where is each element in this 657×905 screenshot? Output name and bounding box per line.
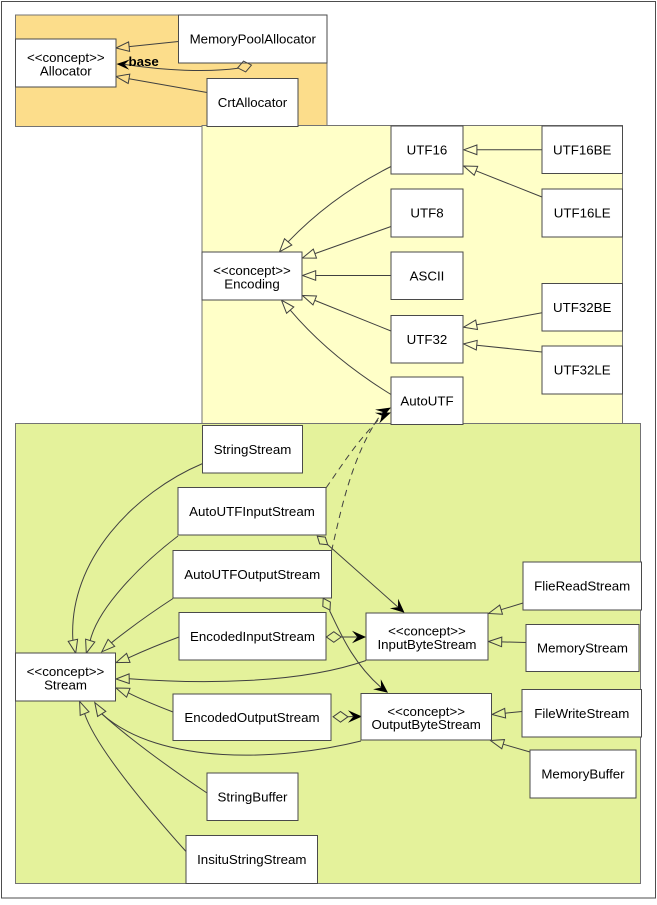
svg-text:ASCII: ASCII [410, 268, 445, 283]
svg-text:<<concept>>: <<concept>> [387, 704, 465, 719]
svg-text:Stream: Stream [44, 677, 87, 692]
svg-text:MemoryPoolAllocator: MemoryPoolAllocator [190, 32, 317, 47]
svg-text:Allocator: Allocator [40, 63, 92, 78]
svg-text:MemoryBuffer: MemoryBuffer [541, 767, 625, 782]
svg-text:OutputByteStream: OutputByteStream [372, 717, 481, 732]
svg-text:UTF16LE: UTF16LE [554, 206, 611, 221]
svg-text:MemoryStream: MemoryStream [537, 641, 628, 656]
svg-text:CrtAllocator: CrtAllocator [218, 95, 288, 110]
svg-text:InputByteStream: InputByteStream [377, 637, 476, 652]
svg-text:StringBuffer: StringBuffer [218, 790, 289, 805]
svg-text:UTF32: UTF32 [407, 332, 448, 347]
svg-text:EncodedOutputStream: EncodedOutputStream [184, 710, 319, 725]
svg-text:<<concept>>: <<concept>> [213, 263, 291, 278]
svg-text:StringStream: StringStream [214, 442, 292, 457]
svg-text:FlieReadStream: FlieReadStream [534, 579, 630, 594]
svg-text:AutoUTF: AutoUTF [400, 393, 453, 408]
svg-text:base: base [129, 54, 159, 69]
svg-text:AutoUTFInputStream: AutoUTFInputStream [189, 504, 315, 519]
svg-text:UTF32BE: UTF32BE [553, 300, 612, 315]
svg-text:<<concept>>: <<concept>> [27, 664, 105, 679]
svg-text:UTF8: UTF8 [410, 206, 443, 221]
svg-text:UTF32LE: UTF32LE [554, 363, 611, 378]
svg-text:InsituStringStream: InsituStringStream [197, 852, 306, 867]
svg-text:UTF16: UTF16 [407, 143, 448, 158]
svg-text:AutoUTFOutputStream: AutoUTFOutputStream [184, 567, 320, 582]
svg-text:UTF16BE: UTF16BE [553, 142, 612, 157]
svg-text:FileWriteStream: FileWriteStream [534, 706, 629, 721]
svg-text:<<concept>>: <<concept>> [388, 624, 466, 639]
svg-text:<<concept>>: <<concept>> [27, 50, 105, 65]
svg-text:EncodedInputStream: EncodedInputStream [190, 629, 315, 644]
svg-text:Encoding: Encoding [224, 276, 279, 291]
